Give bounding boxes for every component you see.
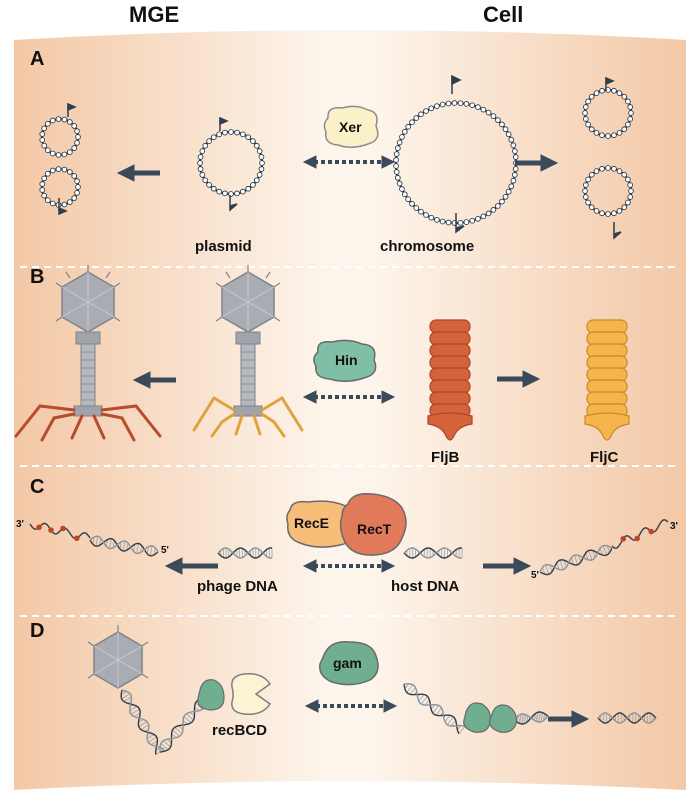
xer-protein xyxy=(323,105,379,148)
flag-icons xyxy=(58,74,622,240)
phage-icon xyxy=(87,625,149,689)
phage-icon xyxy=(192,265,304,438)
reversible-arrows xyxy=(302,155,398,713)
panel-b-letter: B xyxy=(30,266,45,288)
cell-header: Cell xyxy=(483,2,524,27)
panel-c-letter: C xyxy=(30,476,45,498)
gam-label: gam xyxy=(333,655,362,671)
dna-helix xyxy=(217,547,273,559)
direction-arrows xyxy=(116,154,590,728)
rect-label: RecT xyxy=(357,521,392,537)
plasmid-label: plasmid xyxy=(195,238,252,255)
rece-label: RecE xyxy=(294,515,330,531)
chromosome-label: chromosome xyxy=(380,238,475,255)
fljc-flagellin xyxy=(584,319,630,441)
single-strand-dna xyxy=(611,519,669,549)
fljb-flagellin xyxy=(427,319,473,441)
phage-icon xyxy=(14,265,162,442)
recbcd-complex xyxy=(231,672,272,716)
dna-helix xyxy=(513,711,549,725)
dna-helix xyxy=(403,683,466,735)
hin-protein xyxy=(313,339,377,382)
panel-a-letter: A xyxy=(30,48,45,70)
gam-protein-small xyxy=(489,704,517,733)
single-strand-dna xyxy=(29,522,91,542)
gam-protein-small xyxy=(463,702,491,733)
dna-circle xyxy=(39,116,81,158)
recbcd-label: recBCD xyxy=(212,722,268,739)
background-panel xyxy=(14,30,686,790)
dna-circle xyxy=(197,129,265,197)
gam-protein xyxy=(319,641,379,686)
dna-helix xyxy=(597,712,657,724)
dna-circle xyxy=(582,165,634,217)
dna-circle xyxy=(582,87,634,139)
three-prime-end-left: 3' xyxy=(16,519,24,530)
fljc-label: FljC xyxy=(590,449,619,466)
gam-protein-small xyxy=(197,679,225,711)
five-prime-end-left: 5' xyxy=(161,545,169,556)
xer-label: Xer xyxy=(339,119,362,135)
phage-dna-label: phage DNA xyxy=(197,578,278,595)
three-prime-end-right: 3' xyxy=(670,521,678,532)
dna-helix xyxy=(403,547,463,559)
hin-label: Hin xyxy=(335,352,358,368)
dna-helix xyxy=(89,535,159,557)
dna-strands xyxy=(29,519,669,755)
panel-a-circles xyxy=(39,87,634,226)
dna-helix xyxy=(159,697,207,753)
host-dna-label: host DNA xyxy=(391,578,460,595)
mge-header: MGE xyxy=(129,2,180,27)
five-prime-end-right: 5' xyxy=(531,570,539,581)
panel-d-letter: D xyxy=(30,620,45,642)
fljb-label: FljB xyxy=(431,449,460,466)
dna-helix xyxy=(539,544,613,576)
rect-protein xyxy=(339,492,407,556)
dna-circle xyxy=(39,166,81,208)
